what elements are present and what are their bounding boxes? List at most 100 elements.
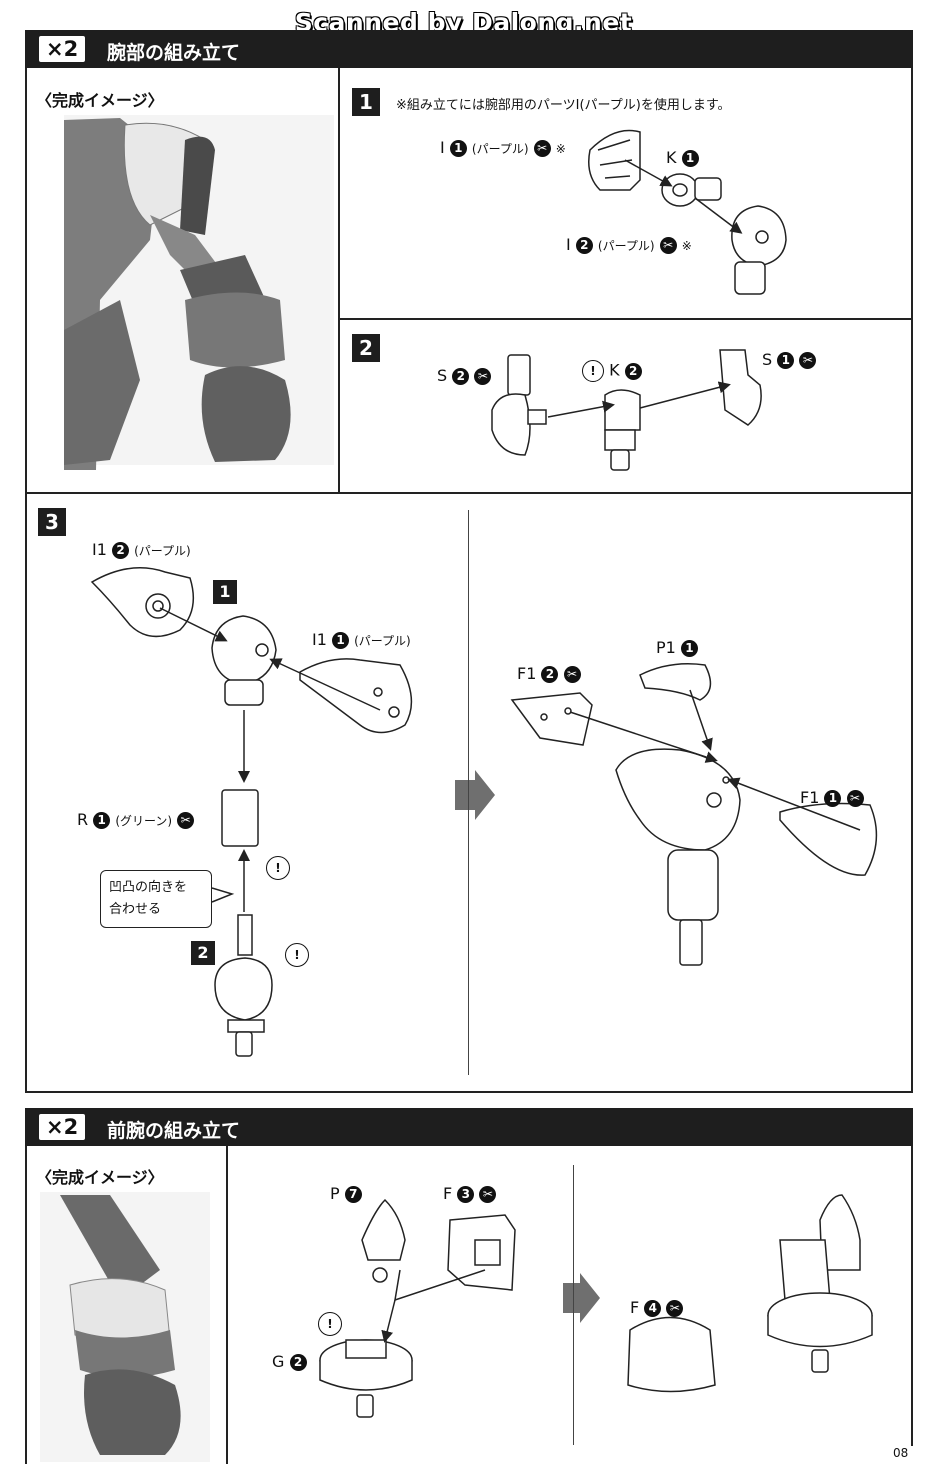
step1-number: 1 xyxy=(352,88,380,116)
step3-part-i1-1: I1 1 (パープル) xyxy=(312,630,411,649)
warning-icon: ! xyxy=(318,1312,342,1336)
part-number: 1 xyxy=(681,150,699,167)
nipper-icon: ✂ xyxy=(474,368,492,385)
part-number: 1 xyxy=(332,632,349,649)
divider xyxy=(25,1146,27,1464)
callout-line: 合わせる xyxy=(109,902,162,917)
step3-right-diagram xyxy=(510,663,878,966)
align-callout: 凹凸の向きを 合わせる xyxy=(100,870,212,928)
part-number: 1 xyxy=(449,140,467,157)
step3-divider xyxy=(468,510,469,1075)
step2-part-s1: S 1 ✂ xyxy=(762,350,817,369)
warning-icon: ! xyxy=(285,943,309,967)
forearm-part-f3: F 3 ✂ xyxy=(443,1184,497,1203)
step3-ref-1: 1 xyxy=(213,580,237,604)
part-number: 2 xyxy=(112,542,129,559)
forearm-flow-arrow xyxy=(563,1273,600,1323)
forearm-part-p7: P 7 xyxy=(330,1184,362,1203)
forearm-part-g2: G 2 xyxy=(272,1352,307,1371)
part-color: (パープル) xyxy=(354,634,411,648)
part-letter: I1 xyxy=(312,630,327,649)
step3-left-diagram xyxy=(90,567,413,1057)
divider xyxy=(25,492,913,494)
part-letter: S xyxy=(437,366,448,385)
nipper-icon: ✂ xyxy=(533,140,551,157)
part-letter: K xyxy=(609,360,620,380)
step2-diagram xyxy=(491,349,762,471)
part-letter: P xyxy=(330,1184,340,1203)
part-number: 1 xyxy=(824,790,842,807)
divider xyxy=(25,68,27,1092)
step3-ref-2: 2 xyxy=(191,941,215,965)
part-color: (グリーン) xyxy=(115,814,173,828)
nipper-icon: ✂ xyxy=(659,237,677,254)
divider xyxy=(338,318,913,320)
part-number: 2 xyxy=(624,362,642,380)
divider xyxy=(338,68,340,493)
completed-forearm-photo xyxy=(40,1192,210,1462)
callout-line: 凹凸の向きを xyxy=(109,880,188,895)
part-color: (パープル) xyxy=(471,142,529,156)
upper-arm-multiplier: ×2 xyxy=(39,36,86,62)
completed-arm-photo xyxy=(64,115,334,470)
step3-number: 3 xyxy=(38,508,66,536)
part-letter: F xyxy=(630,1298,640,1317)
nipper-icon: ✂ xyxy=(846,790,864,807)
divider xyxy=(911,68,913,1092)
page-number: 08 xyxy=(893,1446,909,1460)
forearm-title: 前腕の組み立て xyxy=(107,1120,241,1142)
step1-part-i1: I 1 (パープル) ✂ ※ xyxy=(440,138,566,157)
divider xyxy=(911,1146,913,1446)
part-color: (パープル) xyxy=(597,239,655,253)
part-letter: F1 xyxy=(517,664,537,683)
part-number: 7 xyxy=(344,1186,362,1203)
forearm-diagram xyxy=(319,1194,873,1418)
nipper-icon: ✂ xyxy=(177,812,195,829)
warning-icon: ! xyxy=(582,360,604,382)
nipper-icon: ✂ xyxy=(666,1300,684,1317)
part-letter: K xyxy=(666,148,677,167)
nipper-icon: ✂ xyxy=(479,1186,497,1203)
forearm-header: ×2 前腕の組み立て xyxy=(25,1108,913,1146)
part-number: 2 xyxy=(541,666,559,683)
step2-number: 2 xyxy=(352,334,380,362)
part-letter: I xyxy=(566,235,571,254)
step3-part-r1: R 1 (グリーン) ✂ xyxy=(77,810,195,829)
forearm-image-label: 〈完成イメージ〉 xyxy=(36,1168,164,1187)
part-number: 1 xyxy=(777,352,795,369)
part-number: 2 xyxy=(452,368,470,385)
part-letter: F xyxy=(443,1184,453,1203)
part-number: 1 xyxy=(680,640,698,657)
part-number: 2 xyxy=(575,237,593,254)
upper-arm-header: ×2 腕部の組み立て xyxy=(25,30,913,68)
part-number: 2 xyxy=(289,1354,307,1371)
part-letter: G xyxy=(272,1352,285,1371)
step3-flow-arrow xyxy=(455,770,495,820)
part-color: (パープル) xyxy=(134,544,191,558)
step1-note: ※組み立てには腕部用のパーツI(パープル)を使用します。 xyxy=(396,98,731,113)
divider xyxy=(25,1091,913,1093)
step1-part-k1: K 1 xyxy=(666,148,699,167)
nipper-icon: ✂ xyxy=(563,666,581,683)
part-mark: ※ xyxy=(681,239,692,253)
step1-diagram xyxy=(588,129,787,295)
part-letter: F1 xyxy=(800,788,820,807)
step3-part-p1: P1 1 xyxy=(656,638,698,657)
part-number: 4 xyxy=(644,1300,662,1317)
part-letter: S xyxy=(762,350,773,369)
step3-part-f1-1: F1 1 ✂ xyxy=(800,788,864,807)
part-number: 3 xyxy=(457,1186,475,1203)
part-letter: I xyxy=(440,138,445,157)
forearm-multiplier: ×2 xyxy=(39,1114,86,1140)
upper-arm-title: 腕部の組み立て xyxy=(107,42,241,64)
step3-part-f1-2: F1 2 ✂ xyxy=(517,664,581,683)
part-letter: I1 xyxy=(92,540,107,559)
part-mark: ※ xyxy=(555,142,566,156)
divider xyxy=(226,1146,228,1464)
step3-part-i1-2: I1 2 (パープル) xyxy=(92,540,191,559)
forearm-divider xyxy=(573,1165,574,1445)
part-letter: R xyxy=(77,810,89,829)
step1-part-i2: I 2 (パープル) ✂ ※ xyxy=(566,235,692,254)
upper-arm-image-label: 〈完成イメージ〉 xyxy=(36,91,164,110)
